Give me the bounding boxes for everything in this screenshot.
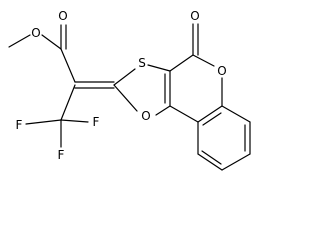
- bond-sulfur-to-c3a: [147, 64, 171, 72]
- bond-c8-c9-double-inner: [201, 150, 222, 165]
- bond-c9a-c5a-double-inner: [202, 112, 222, 126]
- bond-c4-to-lactone-oxygen: [192, 54, 215, 67]
- bond-cf3-to-fluorine-middle: [60, 119, 89, 123]
- bond-cf3-to-fluorine-left: [25, 119, 62, 125]
- bond-c8-to-c9: [197, 153, 223, 171]
- atom-label-dioxole-ring-oxygen: O: [141, 109, 150, 123]
- bond-c3a-to-c4: [169, 54, 194, 72]
- bond-methyl-ester-oxygen: [8, 34, 31, 48]
- atom-label-fluorine-middle: F: [93, 115, 100, 129]
- bond-c5a-to-c6: [221, 105, 251, 123]
- atom-label-lactone-carbonyl-oxygen: O: [190, 9, 199, 23]
- bond-ring-oxygen-to-c2: [113, 84, 138, 112]
- atom-label-fluorine-left: F: [16, 118, 23, 132]
- bond-c9b-to-ring-oxygen: [155, 105, 171, 116]
- bond-c2-to-sulfur: [113, 68, 136, 86]
- atom-label-lactone-ring-oxygen: O: [217, 64, 226, 78]
- atom-label-ring-sulfur: S: [138, 56, 146, 70]
- atom-label-ester-ether-oxygen: O: [31, 26, 40, 40]
- bond-c7-to-c8: [221, 153, 251, 171]
- atom-label-ester-carbonyl-oxygen: O: [58, 9, 67, 23]
- atom-label-fluorine-bottom: F: [58, 148, 65, 162]
- bond-carbonyl-carbon-alkene-carbon: [60, 48, 76, 83]
- bond-alkene-carbon-cf3-carbon: [60, 84, 76, 121]
- chemical-structure-diagram: O O F F F S O O O: [8, 9, 251, 171]
- bond-c9a-to-c5a: [197, 105, 223, 123]
- bond-ester-oxygen-carbonyl-carbon: [41, 34, 62, 50]
- bond-c9a-to-c9b: [169, 105, 199, 123]
